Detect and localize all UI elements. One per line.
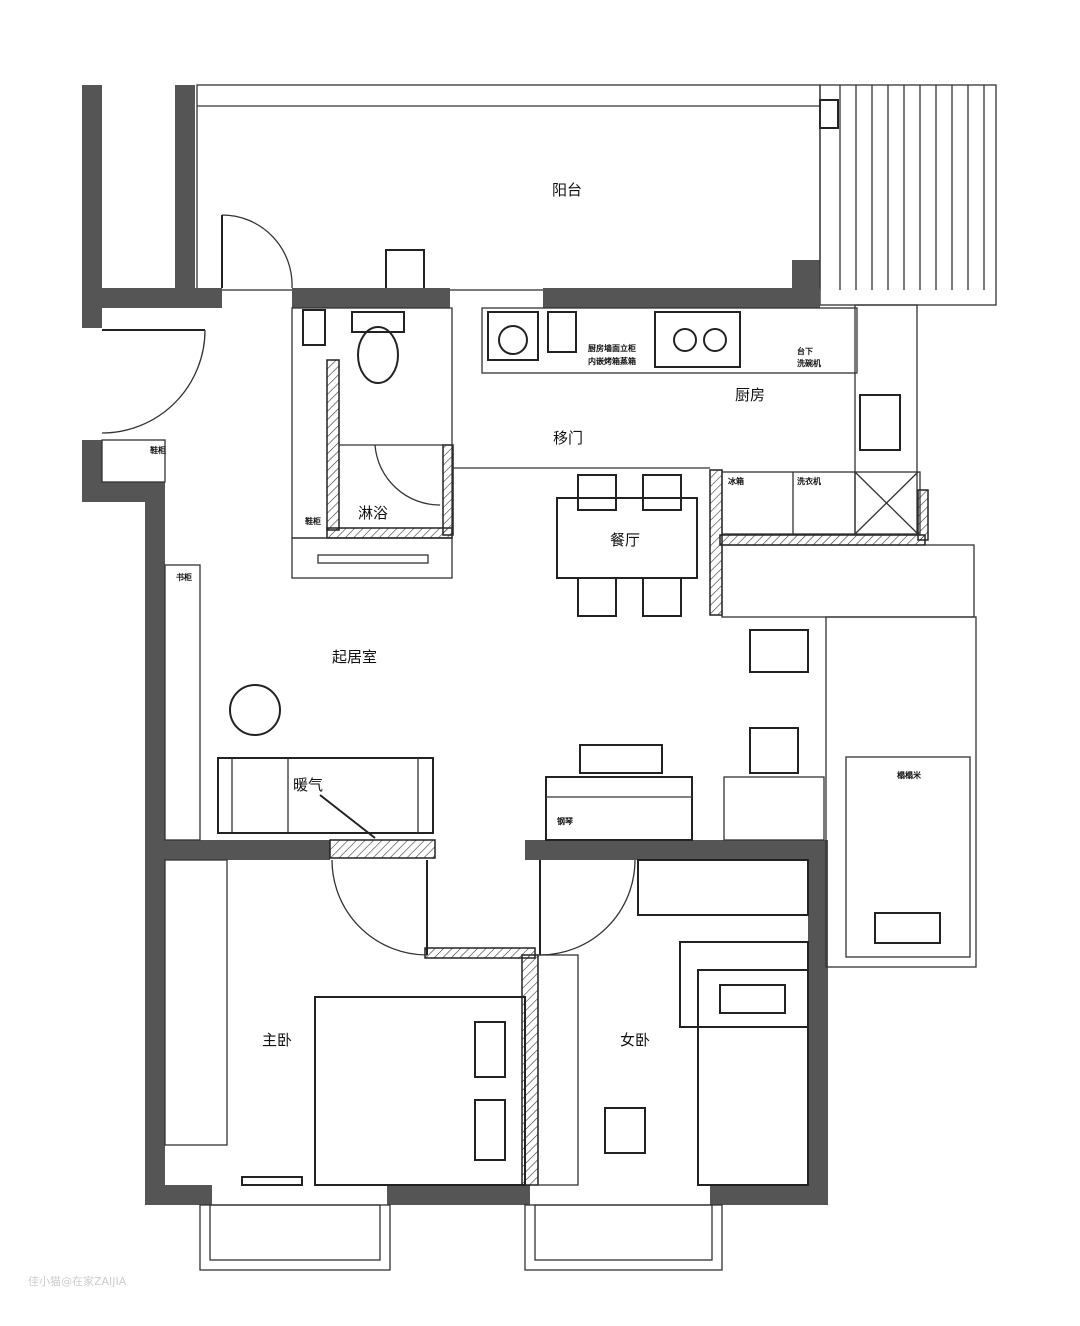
master-bedroom — [164, 859, 526, 1271]
label-washer: 洗衣机 — [797, 476, 821, 486]
label-dining: 餐厅 — [610, 531, 640, 549]
balcony-area — [196, 84, 997, 306]
label-heating: 暖气 — [293, 776, 323, 794]
label-fridge: 冰箱 — [728, 476, 744, 486]
stair-railing — [819, 84, 997, 306]
label-master-bedroom: 主卧 — [262, 1031, 292, 1049]
label-living: 起居室 — [332, 648, 377, 666]
label-kitchen-note-2: 内嵌烤箱蒸箱 — [588, 356, 636, 366]
label-kitchen: 厨房 — [735, 386, 765, 404]
kitchen — [452, 304, 921, 536]
watermark: 佳小猫@在家ZAIJIA — [28, 1274, 127, 1288]
living-furniture — [217, 544, 977, 968]
label-dishwasher-1: 台下 — [797, 346, 813, 356]
label-tatami: 榻榻米 — [897, 770, 922, 780]
bathroom — [291, 307, 453, 579]
label-balcony: 阳台 — [552, 181, 582, 199]
dining-table — [556, 474, 698, 617]
label-girl-bedroom: 女卧 — [620, 1031, 650, 1049]
girl-bedroom — [524, 859, 809, 1271]
label-dishwasher-2: 洗碗机 — [797, 358, 821, 368]
label-sliding-door: 移门 — [553, 429, 583, 447]
label-shower: 淋浴 — [358, 504, 388, 522]
label-piano: 钢琴 — [557, 816, 574, 826]
walls — [82, 85, 929, 1205]
entry-door[interactable] — [101, 214, 293, 434]
label-shoe-cabinet-entry: 鞋柜 — [150, 445, 166, 455]
label-kitchen-note-1: 厨房墙面立柜 — [588, 343, 636, 353]
label-shoe-cabinet-bath: 鞋柜 — [305, 516, 321, 526]
label-bookcase: 书柜 — [176, 572, 192, 582]
